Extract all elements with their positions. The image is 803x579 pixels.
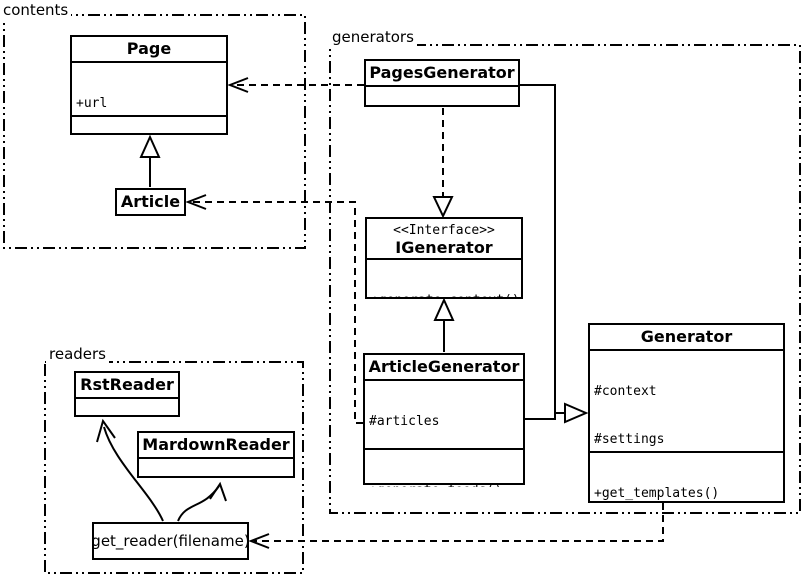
class-articlegenerator-attr: #articles [369,414,440,429]
inheritance-arrow-articlegenerator-to-igenerator [433,297,455,352]
class-generator-attr: #context [594,384,657,399]
class-markdownreader: MardownReader +read() [137,431,295,478]
class-articlegenerator-title: ArticleGenerator [368,357,520,376]
class-page: Page +url +slug +summary +check_properti… [70,35,228,135]
package-contents-label: contents [0,1,72,19]
dependency-arrow-pagesgenerator-to-page [227,77,364,93]
class-generator-title: Generator [640,327,733,346]
class-articlegenerator-method: +generate_feeds() [369,483,519,487]
package-generators-border [329,44,801,514]
class-pagesgenerator: PagesGenerator #pages [364,59,520,107]
class-igenerator-stereotype: <<Interface>> [393,223,495,238]
class-generator: Generator #context #settings #path #them… [588,323,785,503]
class-page-title: Page [126,39,172,58]
class-article: Article [115,188,186,216]
class-article-title: Article [120,192,181,211]
class-pagesgenerator-title: PagesGenerator [369,63,515,82]
class-igenerator-method: +generate_context() [371,293,520,297]
function-box-get-reader: get_reader(filename) [91,522,250,560]
realization-arrow-pagesgenerator-to-igenerator [432,108,454,219]
dependency-arrow-generator-to-getreader [248,503,664,549]
class-page-attr: +url [76,96,108,111]
class-generator-attr: #settings [594,432,665,447]
inheritance-arrow-generators-to-generator [520,84,589,424]
dependency-arrow-articlegenerator-to-article [185,194,363,424]
inheritance-arrow-article-to-page [139,134,161,187]
package-readers-border [44,361,304,574]
class-igenerator: <<Interface>> IGenerator +generate_conte… [365,217,523,299]
class-articlegenerator: ArticleGenerator #articles #dates #tags … [363,353,525,487]
package-contents-border [3,14,306,249]
class-generator-method: +get_templates() [594,486,720,501]
class-igenerator-title: IGenerator [395,238,493,257]
package-readers-label: readers [46,345,109,363]
class-markdownreader-title: MardownReader [142,435,290,454]
class-rstreader: RstReader +read() [74,371,180,417]
class-rstreader-title: RstReader [80,375,174,394]
package-generators-label: generators [329,28,417,46]
curved-arrow-getreader-to-markdownreader [177,481,227,522]
curved-arrow-getreader-to-rstreader [96,418,164,522]
